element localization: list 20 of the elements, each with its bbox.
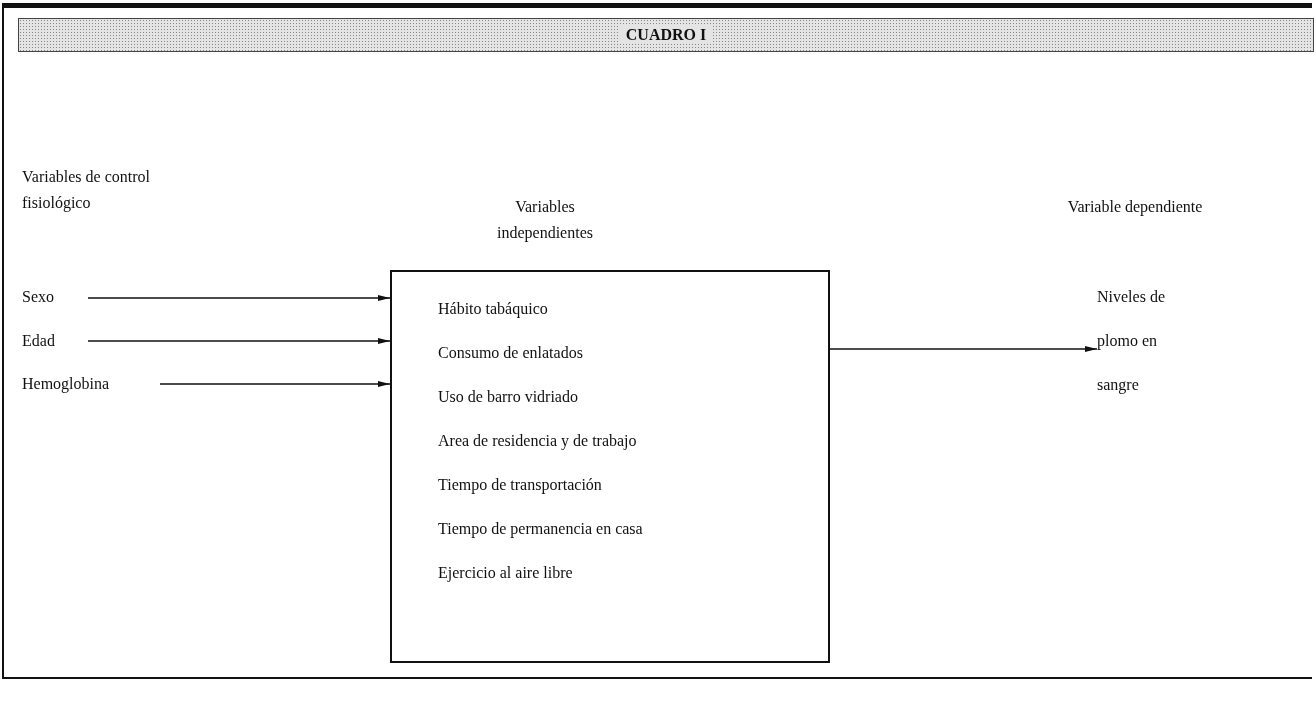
- node-label: Edad: [22, 329, 70, 353]
- title: CUADRO I: [619, 26, 713, 44]
- variable-item: Uso de barro vidriado: [438, 387, 579, 407]
- variable-item: Tiempo de permanencia en casa: [438, 519, 644, 540]
- node-label: Niveles de plomo en sangre: [1097, 275, 1179, 407]
- column-heading: Variables independientes: [496, 197, 594, 244]
- variable-item: Tiempo de transportación: [438, 475, 603, 496]
- variable-item: Consumo de enlatados: [438, 343, 584, 363]
- arrow: [159, 381, 391, 387]
- column-heading: Variables de control fisiológico: [22, 167, 151, 214]
- column-heading: Variable dependiente: [1066, 197, 1204, 218]
- arrow: [87, 295, 391, 301]
- node-label: Sexo: [22, 285, 74, 309]
- node-label: Hemoglobina: [22, 372, 146, 396]
- arrow: [87, 338, 391, 344]
- variable-item: Area de residencia y de trabajo: [438, 431, 638, 452]
- variable-item: Ejercicio al aire libre: [438, 563, 574, 584]
- arrow: [829, 346, 1098, 352]
- variable-item: Hábito tabáquico: [438, 299, 549, 320]
- variables-box: [390, 270, 830, 663]
